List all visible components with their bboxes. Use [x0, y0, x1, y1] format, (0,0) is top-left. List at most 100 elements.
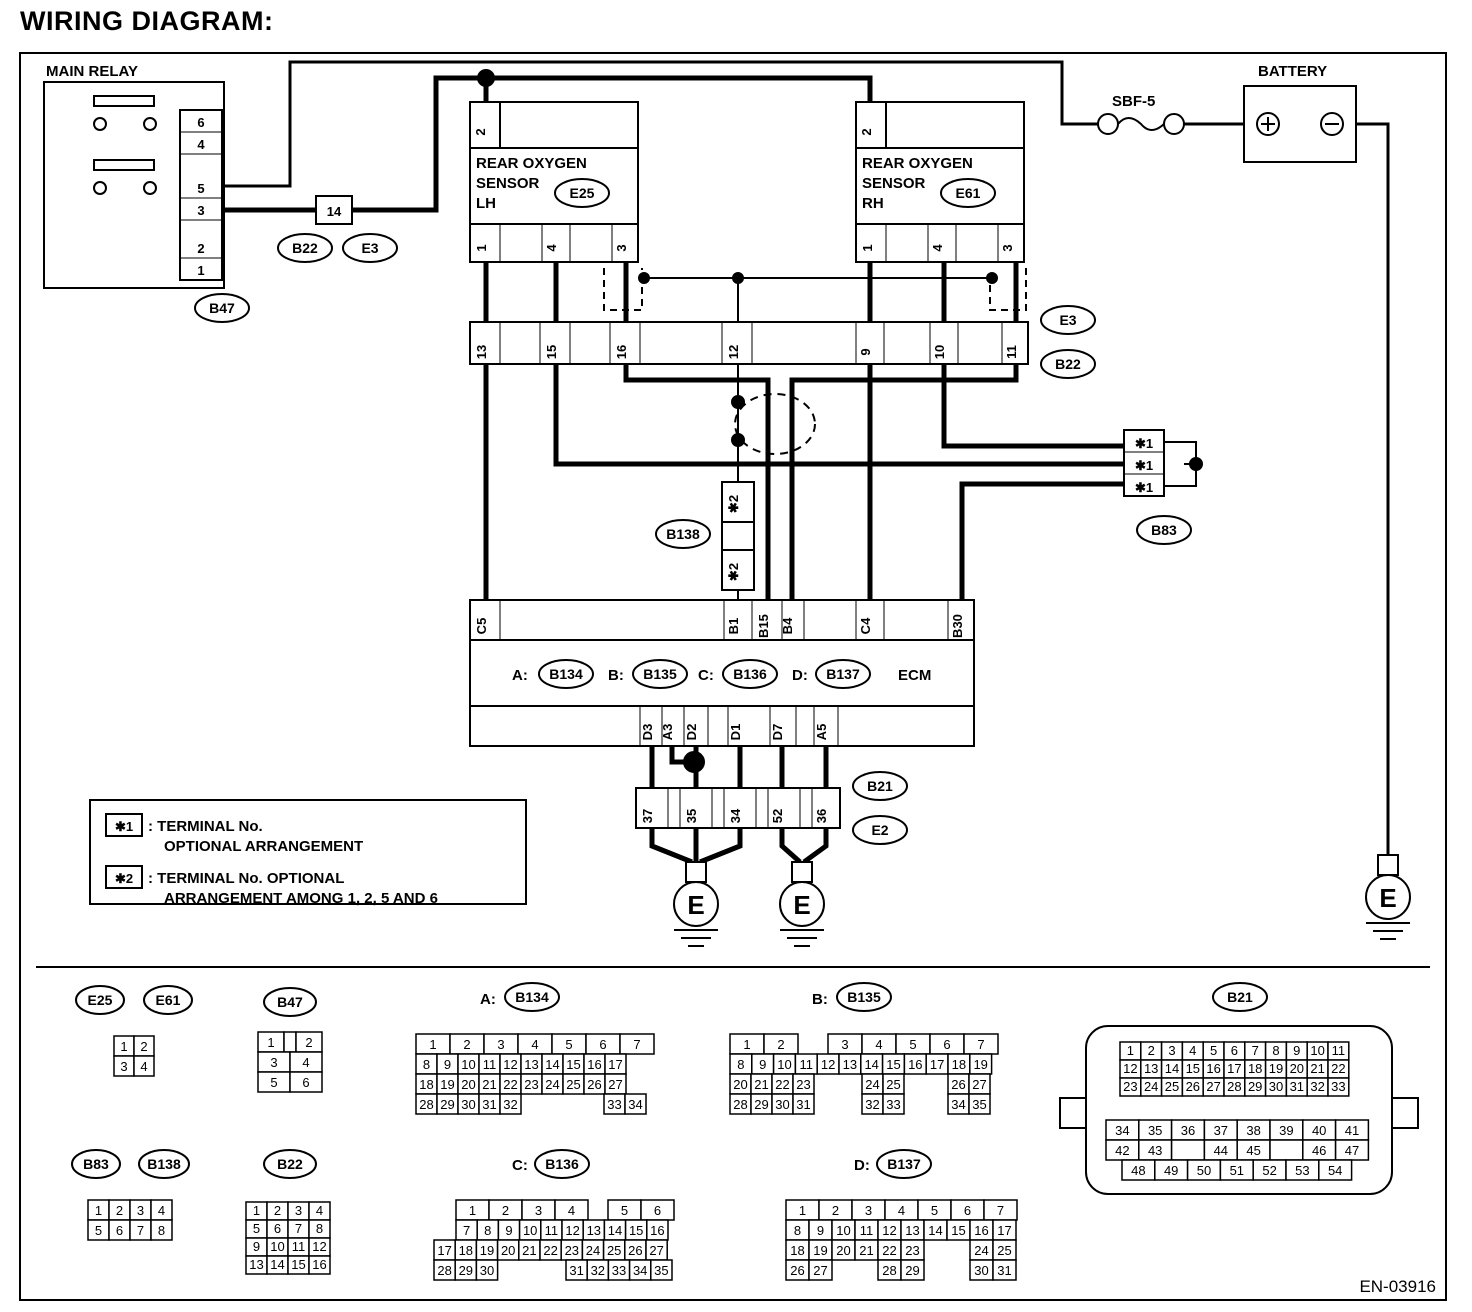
view-b22-pin-15: 15 [291, 1257, 305, 1272]
view-b134-pin-28: 28 [419, 1097, 433, 1112]
view-b21-pin-18: 18 [1248, 1061, 1262, 1076]
ecm-top-pin-C4: C4 [858, 617, 873, 634]
view-b136-pin-23: 23 [565, 1243, 579, 1258]
b21-e2-connector-b21-outline [852, 771, 908, 801]
view-b22-pin-5: 5 [253, 1221, 260, 1236]
view-b134-pin-14: 14 [545, 1057, 559, 1072]
wire-36-to-ground [802, 828, 829, 865]
b21-e2-pin-52: 52 [770, 809, 785, 823]
view-e25-label: E25 [88, 992, 113, 1008]
view-b137-pin-6: 6 [964, 1203, 971, 1218]
view-b135-pin-9: 9 [759, 1057, 766, 1072]
view-b134-pin-16: 16 [587, 1057, 601, 1072]
view-b134-pin-5: 5 [565, 1037, 572, 1052]
view-b134-pin-21: 21 [482, 1077, 496, 1092]
wire-34-to-ground [699, 828, 743, 865]
view-b137-label-outline [876, 1149, 932, 1179]
view-b21-pin-1: 1 [1127, 1043, 1134, 1058]
view-e25-e61-pin-3: 3 [120, 1059, 127, 1074]
view-b134-pin-19: 19 [440, 1077, 454, 1092]
view-b135-pin-4: 4 [875, 1037, 882, 1052]
view-b135-label-outline [836, 982, 892, 1012]
view-b21-pin-14: 14 [1165, 1061, 1179, 1076]
wire-joint-to-lh2 [350, 75, 489, 213]
view-b21-pin-4: 4 [1189, 1043, 1196, 1058]
ground-e-3: E [1379, 883, 1396, 913]
rear-oxygen-sensor-rh-label-line2: RH [862, 195, 884, 212]
view-b134-pin-23: 23 [524, 1077, 538, 1092]
view-b136-pin-32: 32 [591, 1263, 605, 1278]
view-b134-cell [619, 1033, 655, 1055]
view-b21-pin-13: 13 [1144, 1061, 1158, 1076]
view-b136-pin-5: 5 [621, 1203, 628, 1218]
view-b137-pin-1: 1 [799, 1203, 806, 1218]
view-b21-pin-51: 51 [1230, 1163, 1244, 1178]
view-b136-pin-13: 13 [587, 1223, 601, 1238]
view-b22-label-outline [263, 1149, 317, 1179]
view-b21-cell [1327, 1077, 1350, 1097]
view-b47-pin-2: 2 [305, 1035, 312, 1050]
view-b137-pin-27: 27 [813, 1263, 827, 1278]
view-b134-pin-12: 12 [503, 1057, 517, 1072]
relay-pin-6: 6 [197, 115, 204, 130]
ecm-connector-B135: B135 [643, 666, 677, 682]
view-b134-pin-11: 11 [483, 1057, 497, 1072]
view-b134-pin-3: 3 [497, 1037, 504, 1052]
view-b21-pin-38: 38 [1246, 1123, 1260, 1138]
view-b136-pin-14: 14 [608, 1223, 622, 1238]
fuse-sbf5-icon [1117, 117, 1165, 131]
view-b136-cell [650, 1259, 673, 1281]
wire-52-to-ground [779, 828, 802, 864]
relay-contact-bar [93, 159, 155, 171]
b22-strip-connector-b22-outline [1040, 349, 1096, 379]
view-b136-pin-26: 26 [628, 1243, 642, 1258]
view-b137-pin-10: 10 [836, 1223, 850, 1238]
view-b22-pin-7: 7 [295, 1221, 302, 1236]
view-b136-pin-1: 1 [469, 1203, 476, 1218]
joint-pin-14: 14 [327, 204, 342, 219]
view-b137-pin-24: 24 [974, 1243, 988, 1258]
view-b21-pin-3: 3 [1168, 1043, 1175, 1058]
view-b21-pin-11: 11 [1332, 1043, 1346, 1058]
main-relay-connector-b47: B47 [209, 300, 235, 316]
view-b136-pin-6: 6 [654, 1203, 661, 1218]
view-b134-pin-9: 9 [444, 1057, 451, 1072]
relay-contact-bar [93, 95, 155, 107]
view-b137-pin-9: 9 [817, 1223, 824, 1238]
rear-oxygen-sensor-rh-pin-3: 3 [1000, 244, 1015, 251]
main-relay-connector-b47-outline [194, 293, 250, 323]
view-b137-pin-29: 29 [905, 1263, 919, 1278]
ecm-connector-key-0: A: [512, 667, 528, 684]
view-b21-pin-24: 24 [1144, 1079, 1158, 1094]
view-b21-pin-40: 40 [1312, 1123, 1326, 1138]
view-b21-pin-12: 12 [1123, 1061, 1137, 1076]
view-b83-b138-pin-7: 7 [137, 1223, 144, 1238]
b22-strip-connector-b22: B22 [1055, 356, 1081, 372]
view-b21-pin-39: 39 [1279, 1123, 1293, 1138]
view-b137-cell [808, 1259, 833, 1281]
view-b21-pin-41: 41 [1345, 1123, 1359, 1138]
view-b137-pin-5: 5 [931, 1203, 938, 1218]
diagram-frame [19, 52, 1447, 1301]
view-b134-key: A: [480, 991, 496, 1008]
view-b22-pin-13: 13 [249, 1257, 263, 1272]
view-b135-pin-11: 11 [800, 1057, 814, 1072]
view-b47-pin-6: 6 [302, 1075, 309, 1090]
view-b21-pin-48: 48 [1131, 1163, 1145, 1178]
view-b21-pin-49: 49 [1164, 1163, 1178, 1178]
view-b21-pin-50: 50 [1197, 1163, 1211, 1178]
b22-pin-15: 15 [544, 345, 559, 359]
view-b136-label-outline [534, 1149, 590, 1179]
view-b135-pin-12: 12 [821, 1057, 835, 1072]
view-e25-e61-pin-1: 1 [120, 1039, 127, 1054]
rear-oxygen-sensor-lh-label-line1: SENSOR [476, 175, 540, 192]
splice-dot-1 [638, 272, 650, 284]
view-b134-pin-1: 1 [429, 1037, 436, 1052]
view-b137-pin-11: 11 [860, 1223, 874, 1238]
ecm-connector-B135-outline [632, 659, 688, 689]
view-b137-key: D: [854, 1157, 870, 1174]
ecm-connector-B136: B136 [733, 666, 767, 682]
view-b137-pin-17: 17 [997, 1223, 1011, 1238]
b21-e2-pin-37: 37 [640, 809, 655, 823]
view-b21-cell [1318, 1159, 1353, 1181]
